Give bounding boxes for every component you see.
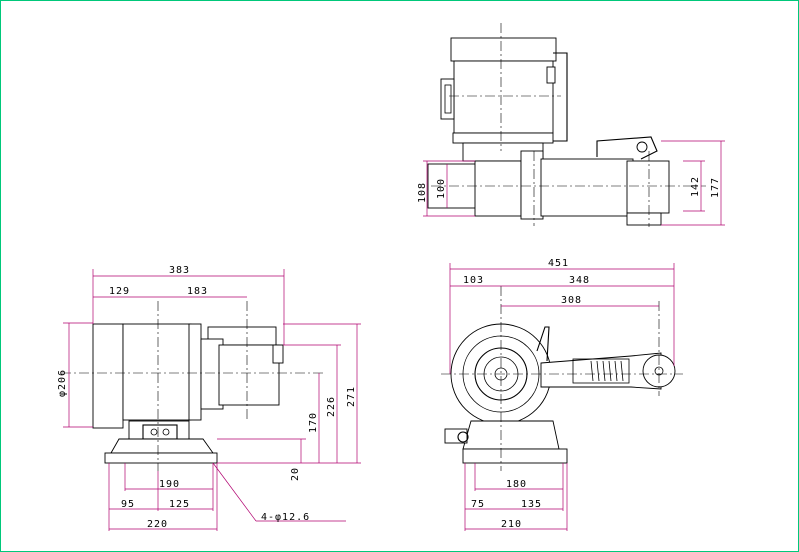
dim-177: 177	[710, 177, 721, 198]
hinge-pin	[636, 141, 648, 153]
dim-103: 103	[463, 275, 484, 286]
dim-190: 190	[159, 479, 180, 490]
dim-271: 271	[346, 386, 357, 407]
roller-top	[626, 160, 670, 214]
dim-348: 348	[569, 275, 590, 286]
motor-body-top	[453, 60, 554, 134]
spring	[590, 360, 624, 382]
dim-holes: 4-φ12.6	[261, 512, 310, 523]
motor-body-front	[122, 323, 192, 421]
dim-210: 210	[501, 519, 522, 530]
motor-cap	[450, 37, 557, 62]
side-view: 451 103 348 308 180 75 135 210	[441, 258, 683, 531]
motor-flange-front	[188, 323, 202, 421]
motor-bracket	[553, 52, 568, 142]
front-view: 383 129 183 φ206 20 170 226 271 190 95 1…	[57, 265, 361, 531]
side-switch	[444, 428, 468, 444]
base-plate-front	[110, 438, 214, 454]
dim-183: 183	[187, 286, 208, 297]
drum-cap-front	[272, 344, 284, 364]
arm-side	[540, 352, 662, 390]
base-foot-front	[104, 452, 218, 464]
dim-75: 75	[471, 499, 485, 510]
dim-383: 383	[169, 265, 190, 276]
motor-base-top	[452, 132, 554, 144]
dim-135: 135	[521, 499, 542, 510]
drum-front	[218, 344, 280, 406]
dim-180: 180	[506, 479, 527, 490]
top-view: 108 100 142 177	[417, 23, 725, 227]
dim-129: 129	[109, 286, 130, 297]
dim-95: 95	[121, 499, 135, 510]
dim-220: 220	[147, 519, 168, 530]
spring-housing	[572, 358, 630, 384]
dim-100: 100	[436, 178, 447, 199]
arm-hinge-top	[596, 136, 658, 160]
dim-451: 451	[548, 258, 569, 269]
arm-support	[536, 326, 550, 362]
base-side	[462, 448, 568, 464]
terminal-box-detail	[444, 84, 452, 114]
dim-142: 142	[690, 176, 701, 197]
dim-170: 170	[308, 412, 319, 433]
pedestal-side	[462, 420, 560, 450]
bracket-block	[546, 66, 556, 84]
dim-20: 20	[290, 467, 301, 481]
dim-phi206: φ206	[57, 369, 68, 397]
roller-bracket	[626, 212, 662, 226]
dim-226: 226	[326, 396, 337, 417]
drum-right-flange	[520, 150, 544, 220]
dim-308: 308	[561, 295, 582, 306]
dim-108: 108	[417, 182, 428, 203]
motor-fan-cover	[92, 323, 124, 429]
drum-body	[474, 160, 522, 217]
arm-body-top	[540, 158, 634, 217]
pedestal-front	[128, 420, 190, 440]
dim-125: 125	[169, 499, 190, 510]
